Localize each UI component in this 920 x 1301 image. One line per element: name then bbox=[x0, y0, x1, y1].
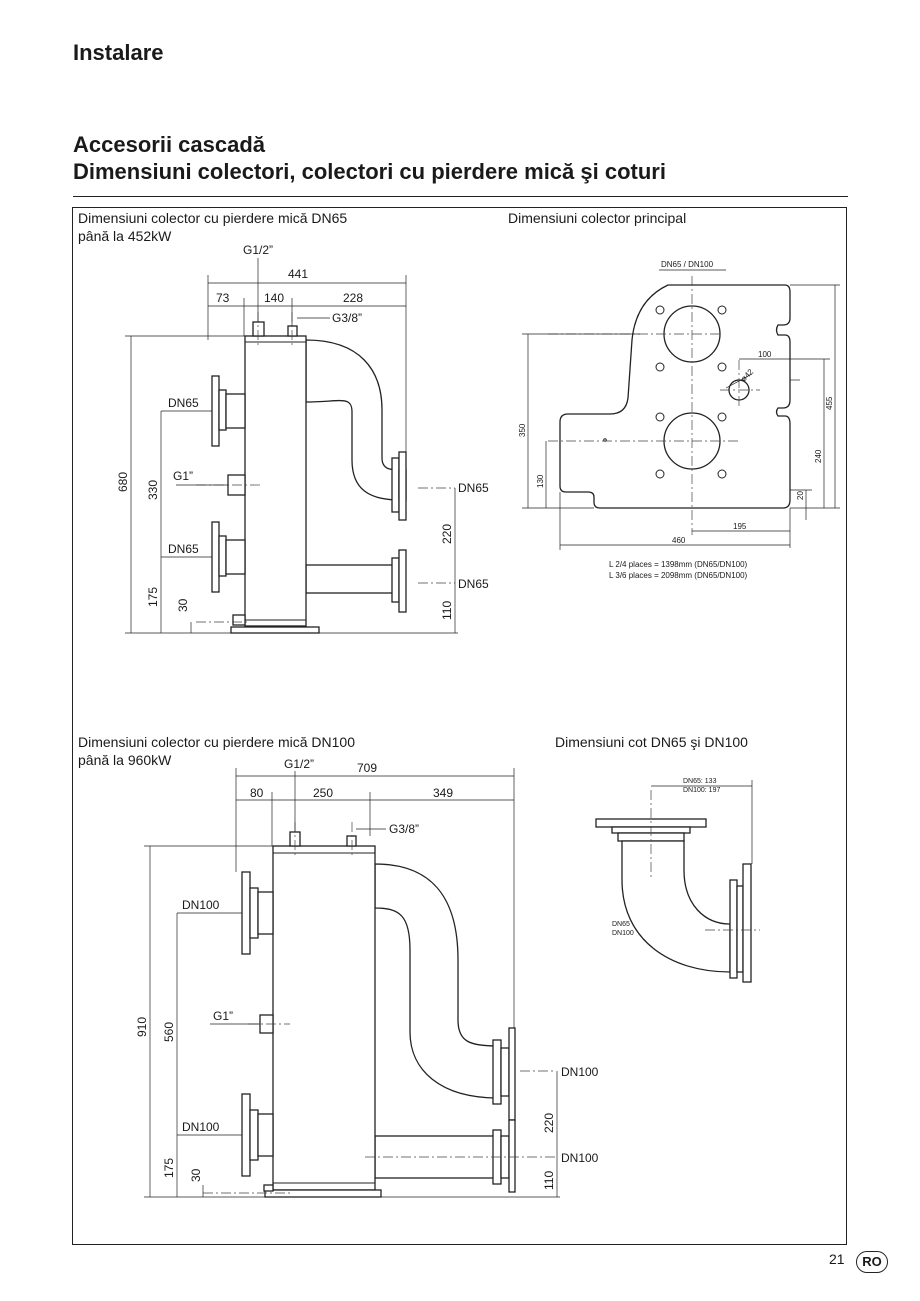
dn100-height-220: 220 bbox=[542, 1113, 556, 1133]
dn100-width-250: 250 bbox=[313, 786, 333, 800]
dn100-header-drawing: G1/2” 709 80 250 349 G3/8” DN100 G1” DN1… bbox=[135, 757, 599, 1198]
main-dim-130: 130 bbox=[536, 474, 545, 488]
dn65-height-220: 220 bbox=[440, 524, 454, 544]
dn100-height-560: 560 bbox=[162, 1022, 176, 1042]
language-badge: RO bbox=[856, 1251, 888, 1273]
section-title: Instalare bbox=[73, 40, 164, 65]
main-note-line1: L 2/4 places = 1398mm (DN65/DN100) bbox=[609, 560, 748, 569]
main-dim-460: 460 bbox=[672, 536, 686, 545]
dn65-height-680: 680 bbox=[116, 472, 130, 492]
dn100-caption-line1: Dimensiuni colector cu pierdere mică DN1… bbox=[78, 734, 356, 750]
elbow-dn65-dim: DN65: 133 bbox=[683, 778, 717, 785]
main-collector-drawing: DN65 / DN100 100 ø42 455 240 20 350 130 … bbox=[518, 260, 840, 580]
main-dim-195: 195 bbox=[733, 522, 747, 531]
dn65-caption-line2: până la 452kW bbox=[78, 228, 172, 244]
dn65-caption-line1: Dimensiuni colector cu pierdere mică DN6… bbox=[78, 210, 348, 226]
dn100-inlet-top-label: DN100 bbox=[182, 898, 220, 912]
page-title-line2: Dimensiuni colectori, colectori cu pierd… bbox=[73, 159, 666, 184]
main-collector-caption: Dimensiuni colector principal bbox=[508, 210, 687, 226]
page-title-line1: Accesorii cascadă bbox=[73, 132, 266, 157]
dn65-height-330: 330 bbox=[146, 480, 160, 500]
dn100-height-910: 910 bbox=[135, 1017, 149, 1037]
dn65-g1-label: G1” bbox=[173, 469, 193, 483]
dn65-outlet-bottom-label: DN65 bbox=[458, 577, 489, 591]
main-dim-20: 20 bbox=[796, 491, 805, 500]
dn65-width-441: 441 bbox=[288, 267, 308, 281]
main-dim-240: 240 bbox=[814, 449, 823, 463]
main-dim-100: 100 bbox=[758, 350, 772, 359]
dn65-width-228: 228 bbox=[343, 291, 363, 305]
dn65-height-110: 110 bbox=[440, 601, 454, 620]
dn65-width-73: 73 bbox=[216, 291, 230, 305]
dn65-outlet-top-label: DN65 bbox=[458, 481, 489, 495]
dn100-outlet-top-label: DN100 bbox=[561, 1065, 599, 1079]
dn65-height-30: 30 bbox=[176, 598, 190, 612]
title-rule bbox=[73, 196, 848, 197]
dn100-g12-label: G1/2” bbox=[284, 757, 314, 771]
main-note-line2: L 3/6 places = 2098mm (DN65/DN100) bbox=[609, 571, 748, 580]
dn65-width-140: 140 bbox=[264, 291, 284, 305]
dn100-caption-line2: până la 960kW bbox=[78, 752, 172, 768]
dn100-g1-label: G1” bbox=[213, 1009, 233, 1023]
dn65-inlet-bottom-label: DN65 bbox=[168, 542, 199, 556]
dn65-g12-label: G1/2” bbox=[243, 243, 273, 257]
elbow-dn100-dim: DN100: 197 bbox=[683, 787, 720, 794]
dn100-g38-label: G3/8” bbox=[389, 822, 419, 836]
page-number: 21 bbox=[829, 1251, 845, 1267]
main-dn-label: DN65 / DN100 bbox=[661, 260, 714, 269]
elbow-caption: Dimensiuni cot DN65 şi DN100 bbox=[555, 734, 748, 750]
dn100-height-110: 110 bbox=[542, 1171, 556, 1190]
dn100-width-349: 349 bbox=[433, 786, 453, 800]
elbow-type-dn100: DN100 bbox=[612, 930, 634, 937]
dn65-g38-label: G3/8” bbox=[332, 311, 362, 325]
dn100-inlet-bottom-label: DN100 bbox=[182, 1120, 220, 1134]
elbow-type-dn65: DN65 bbox=[612, 921, 630, 928]
main-dim-455: 455 bbox=[825, 396, 834, 410]
dn65-height-175: 175 bbox=[146, 587, 160, 607]
dn65-header-drawing: G1/2” 441 73 140 228 G3/8” DN65 G1” DN65… bbox=[116, 243, 489, 634]
dn100-width-709: 709 bbox=[357, 761, 377, 775]
dn65-inlet-top-label: DN65 bbox=[168, 396, 199, 410]
dn100-outlet-bottom-label: DN100 bbox=[561, 1151, 599, 1165]
dn100-height-175: 175 bbox=[162, 1158, 176, 1178]
dn100-width-80: 80 bbox=[250, 786, 264, 800]
main-dim-350: 350 bbox=[518, 423, 527, 437]
dn100-height-30: 30 bbox=[189, 1168, 203, 1182]
elbow-drawing: DN65: 133 DN100: 197 DN65 DN100 bbox=[595, 778, 760, 983]
drawing-frame bbox=[72, 207, 847, 1245]
